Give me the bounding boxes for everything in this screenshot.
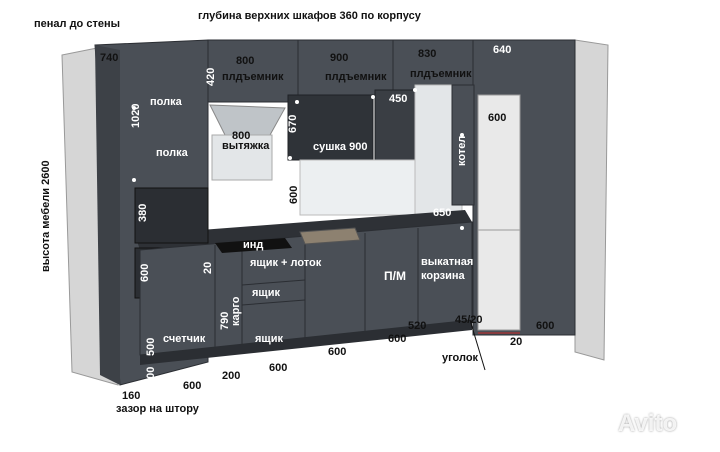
dryer-cabinet — [287, 94, 374, 161]
shelf-height: 1020 — [130, 103, 142, 128]
drawer-line-1 — [241, 279, 306, 286]
countertop-depth: 650 — [433, 207, 452, 219]
dim-600-left: 600 — [183, 380, 202, 392]
basket-label-1: выкатная — [421, 256, 474, 268]
oven-top — [134, 187, 209, 244]
fridge — [477, 94, 521, 331]
backsplash-height: 600 — [288, 185, 300, 204]
upper3-width: 830 — [418, 48, 437, 60]
hob-label: инд — [243, 239, 264, 251]
lower-oven-height: 600 — [139, 263, 151, 282]
fridge-base: 20 — [510, 336, 523, 348]
upper1-label: плдъемник — [222, 71, 284, 83]
upper3-label: плдъемник — [410, 68, 472, 80]
upper-cabinet-2 — [297, 39, 394, 96]
dot — [132, 106, 136, 110]
upper1-width: 800 — [236, 55, 255, 67]
tall-cabinet-width: 740 — [100, 52, 119, 64]
cargo-label: карго — [230, 296, 242, 327]
hood-height: 670 — [287, 114, 299, 133]
dim-600-a: 600 — [269, 362, 288, 374]
hob — [215, 238, 292, 253]
tall-cabinet-note: пенал до стены — [34, 18, 120, 30]
dot — [132, 178, 136, 182]
plinth-height: 100 — [145, 366, 157, 385]
meter-label: счетчик — [163, 333, 206, 345]
dot — [295, 100, 299, 104]
dot — [288, 156, 292, 160]
total-height-note: высота мебели 2600 — [40, 160, 52, 272]
plinth — [140, 320, 472, 365]
drawer-label-1: ящик + лоток — [250, 257, 322, 269]
upper-cabinet-1 — [207, 39, 299, 103]
hood-width: 800 — [232, 130, 251, 142]
shelf-bottom: полка — [156, 147, 188, 159]
drawer-label-2: ящик — [252, 287, 280, 299]
dot — [371, 95, 375, 99]
upper2-label: плдъемник — [325, 71, 387, 83]
glass-width: 450 — [389, 93, 408, 105]
dishwasher-label: П/М — [384, 269, 406, 283]
fridge-depth: 600 — [488, 112, 507, 124]
avito-watermark: Avito — [618, 410, 678, 437]
dot — [460, 226, 464, 230]
dim-600-b: 600 — [328, 346, 347, 358]
dot — [460, 133, 464, 137]
drawer-label-3: ящик — [255, 333, 283, 345]
corner-label: уголок — [442, 352, 479, 364]
dim-160: 160 — [122, 390, 141, 402]
drawer-line-2 — [241, 299, 306, 306]
curtain-gap: зазор на штору — [116, 403, 199, 415]
dim-200: 200 — [222, 370, 241, 382]
hood-wall — [211, 134, 273, 181]
upper-depth-note: глубина верхних шкафов 360 по корпусу — [198, 10, 421, 22]
basket-label-2: корзина — [421, 270, 465, 282]
dim-600-c: 600 — [388, 333, 407, 345]
hood-label: вытяжка — [222, 140, 270, 152]
upper-height: 420 — [205, 67, 217, 86]
fridge-side: 600 — [536, 320, 555, 332]
dryer-label: сушка 900 — [313, 141, 368, 153]
countertop — [135, 210, 472, 250]
corner-pointer — [469, 319, 486, 371]
upper-cabinet-3 — [392, 39, 474, 91]
boiler-cabinet — [451, 84, 475, 206]
right-wall — [574, 39, 609, 361]
oven-height: 380 — [137, 203, 149, 222]
corner-dims: 45/20 — [455, 314, 483, 326]
counter-block-height: 500 — [145, 337, 157, 356]
right-tall-width: 640 — [493, 44, 512, 56]
upper2-width: 900 — [330, 52, 349, 64]
end-panel-width: 520 — [408, 320, 427, 332]
side-gap: 20 — [202, 261, 214, 274]
tall-cabinet-side — [95, 45, 120, 385]
dot — [413, 88, 417, 92]
sink — [299, 227, 361, 245]
shelf-top: полка — [150, 96, 182, 108]
boiler-label: котел — [456, 135, 468, 166]
